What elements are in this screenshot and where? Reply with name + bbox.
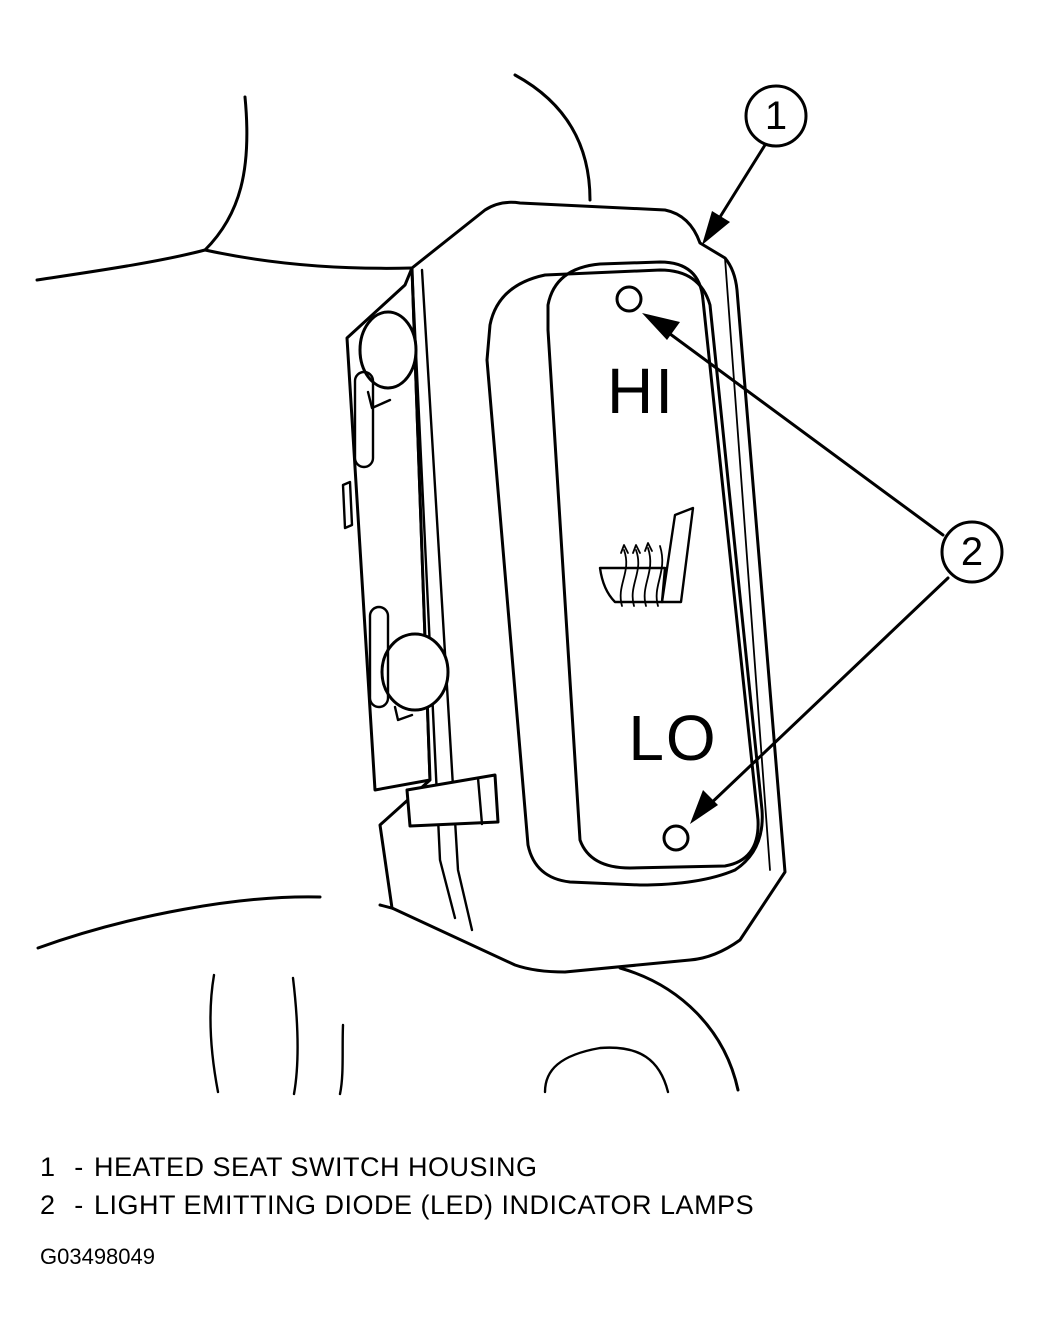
svg-text:1: 1: [765, 94, 787, 138]
legend: 1 - HEATED SEAT SWITCH HOUSING 2 - LIGHT…: [40, 1148, 754, 1224]
legend-number: 1: [40, 1152, 56, 1182]
switch-housing: [341, 200, 787, 974]
callout-1: 1: [702, 84, 808, 245]
led-indicator-hi: [615, 285, 643, 313]
figure-id: G03498049: [40, 1244, 155, 1269]
legend-text: HEATED SEAT SWITCH HOUSING: [94, 1152, 538, 1182]
callout-2: 2: [642, 313, 1004, 824]
legend-item: 1 - HEATED SEAT SWITCH HOUSING: [40, 1148, 754, 1186]
legend-separator: -: [74, 1152, 84, 1182]
heated-seat-icon: [598, 506, 695, 607]
legend-text: LIGHT EMITTING DIODE (LED) INDICATOR LAM…: [94, 1190, 755, 1220]
legend-separator: -: [74, 1190, 84, 1220]
svg-text:2: 2: [961, 530, 983, 574]
switch-label-hi: HI: [607, 355, 675, 427]
legend-number: 2: [40, 1190, 56, 1220]
heated-seat-switch-diagram: HI LO 1 2: [35, 73, 1004, 1096]
legend-item: 2 - LIGHT EMITTING DIODE (LED) INDICATOR…: [40, 1186, 754, 1224]
led-indicator-lo: [662, 824, 690, 852]
switch-label-lo: LO: [628, 702, 717, 774]
